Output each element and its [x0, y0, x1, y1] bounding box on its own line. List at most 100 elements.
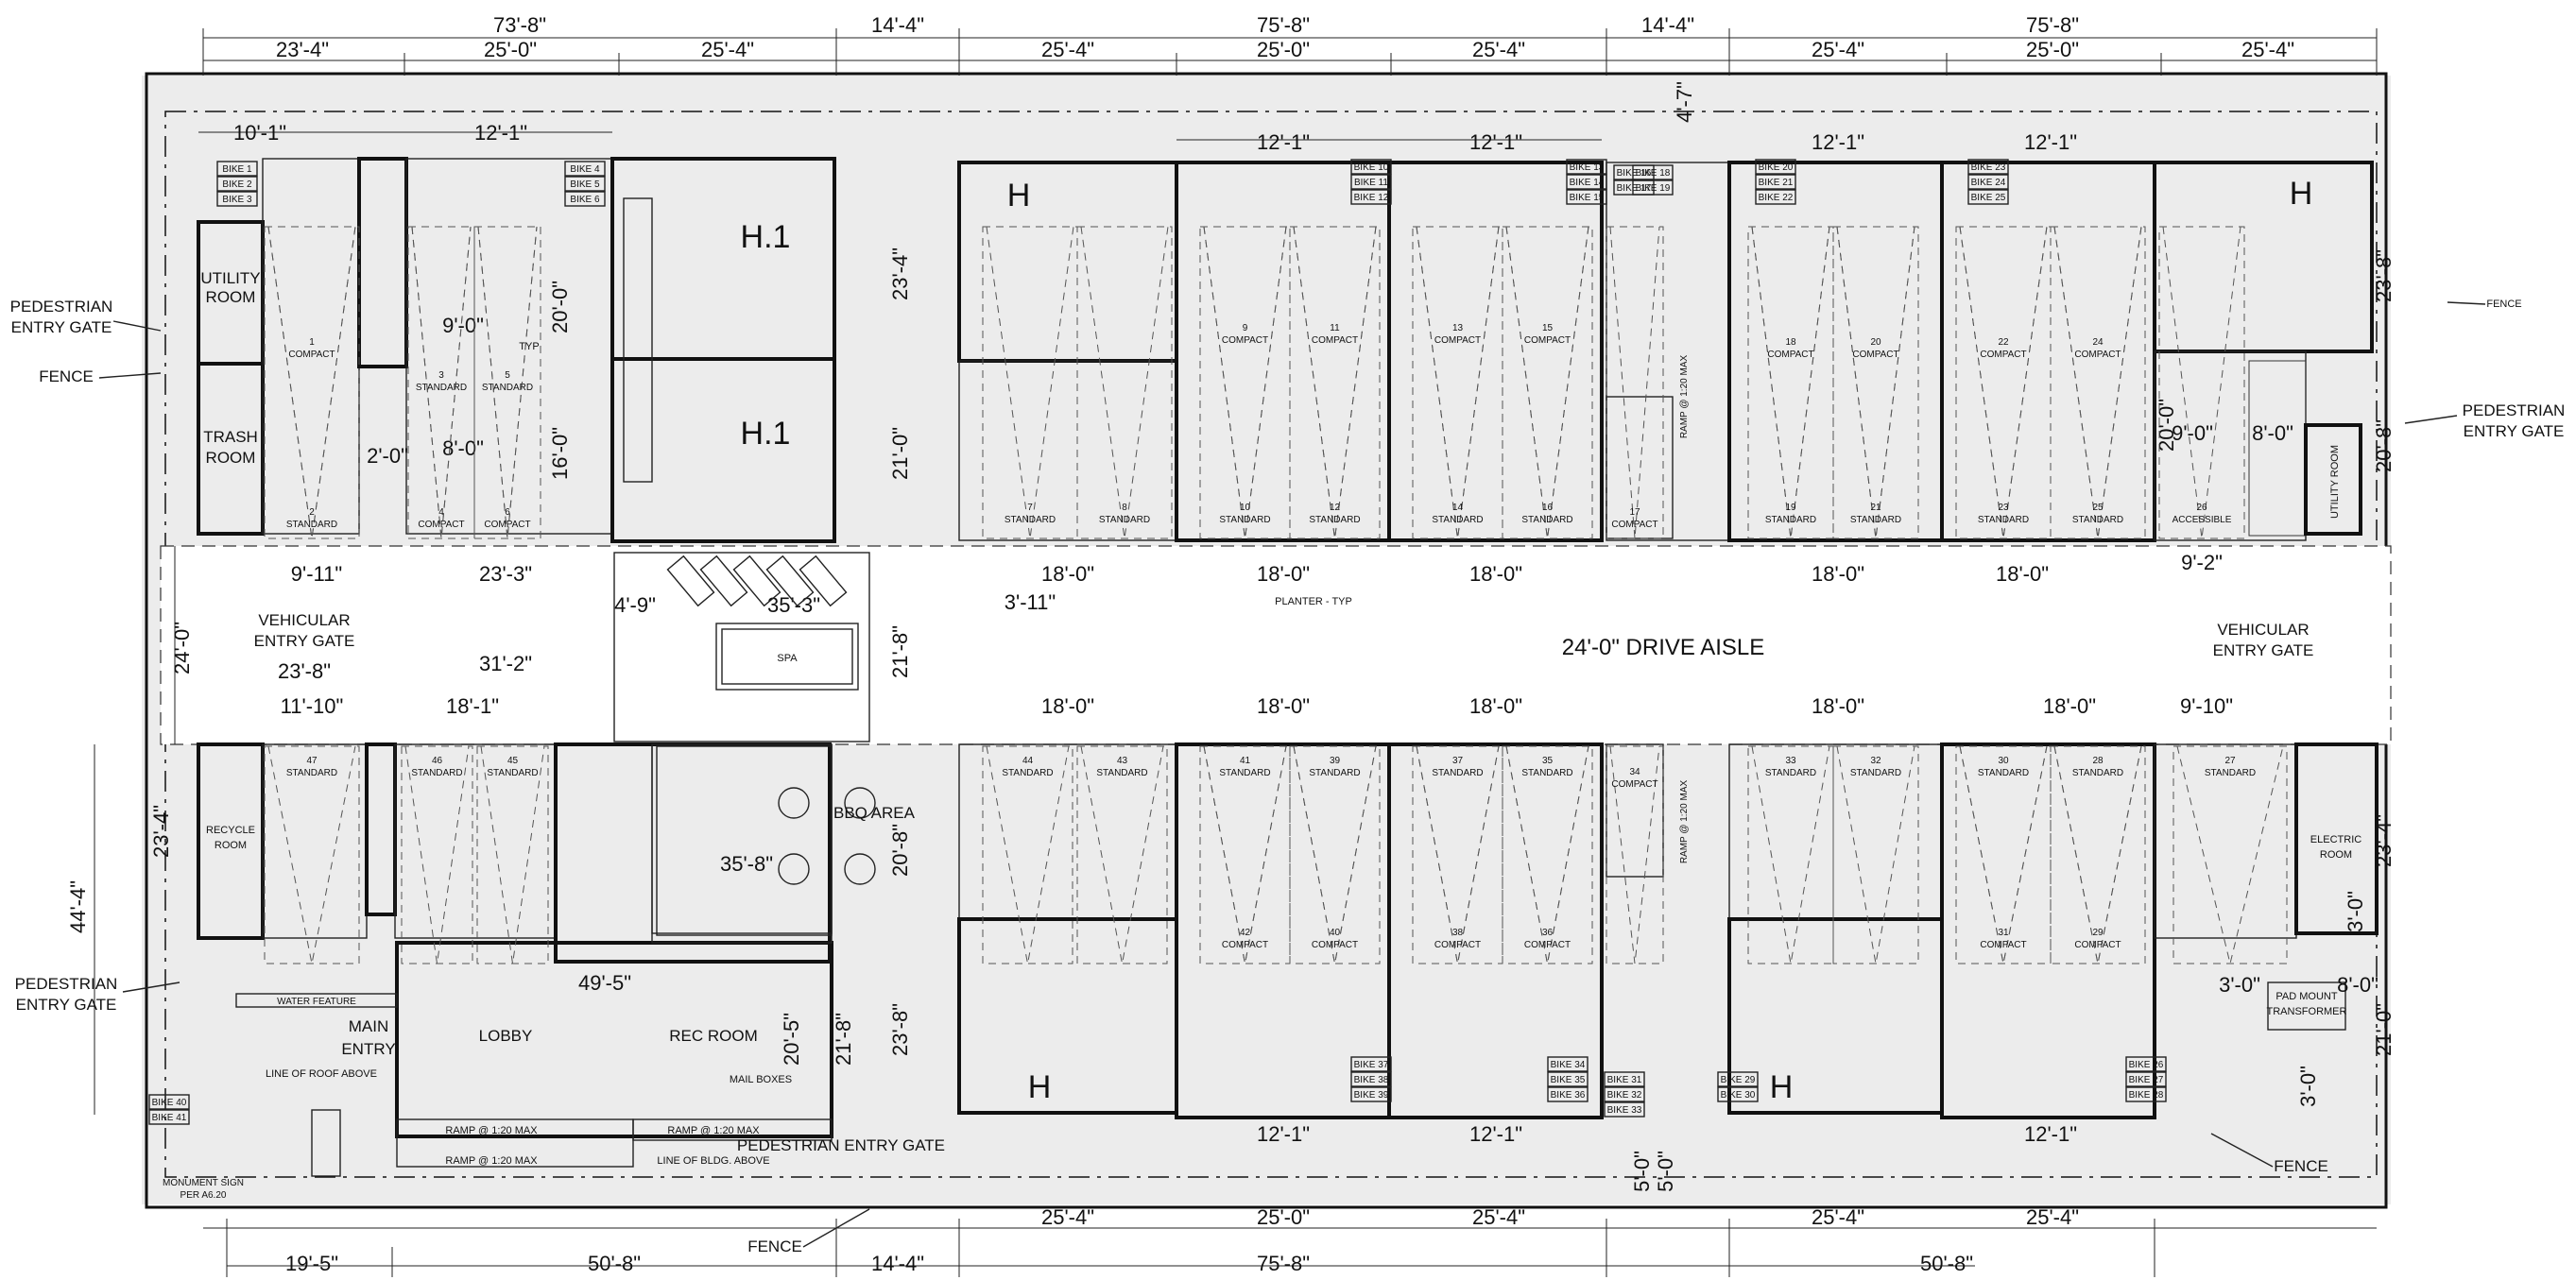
- unit-h-tm: H: [1007, 178, 1031, 213]
- stall-type: STANDARD: [1521, 515, 1572, 525]
- bottom-stall-outline: [2050, 745, 2146, 964]
- dim-20-0-a: 20'-0": [548, 281, 572, 333]
- dim-bsub-2: 25'-0": [1257, 1205, 1310, 1229]
- stall-type: COMPACT: [1852, 350, 1898, 360]
- dim-12-1-f: 12'-1": [1257, 1122, 1310, 1146]
- stall-marking: [1751, 745, 1830, 964]
- dim-18-0-i: 18'-0": [1812, 694, 1864, 718]
- dim-20-8-right: 20'-8": [2372, 419, 2396, 472]
- stall-number: 40: [1330, 928, 1341, 938]
- ped-gate-right-l2: ENTRY GATE: [2464, 422, 2565, 440]
- stall-number: 25: [2092, 503, 2104, 513]
- stall-type: STANDARD: [1521, 768, 1572, 778]
- aisle-pavement: [161, 546, 2391, 744]
- stall-number: 37: [1452, 756, 1464, 766]
- dim-35-3: 35'-3": [767, 593, 820, 617]
- stall-type: STANDARD: [416, 383, 467, 393]
- dim-23-4-left: 23'-4": [149, 805, 173, 858]
- dim-4-7: 4'-7": [1673, 81, 1696, 123]
- bottom-stall-outline: [1289, 745, 1381, 964]
- main-entry-l1: MAIN: [349, 1017, 389, 1035]
- dim-top-1: 73'-8": [493, 13, 546, 37]
- vehicular-gate-left-l2: ENTRY GATE: [254, 632, 355, 650]
- stall-marking: [404, 745, 470, 964]
- bike-rack-35: BIKE 38: [1354, 1075, 1389, 1085]
- stall-type: STANDARD: [2072, 768, 2123, 778]
- recycle-room-l1: RECYCLE: [206, 825, 255, 836]
- stall-number: 23: [1998, 503, 2009, 513]
- dim-18-0-e: 18'-0": [1996, 562, 2049, 586]
- drive-aisle: 24'-0" DRIVE AISLE VEHICULAR ENTRY GATE …: [160, 545, 2392, 745]
- stall-number: 21: [1870, 503, 1881, 513]
- bike-rack-box: [564, 191, 606, 207]
- stall-marking: [411, 226, 472, 539]
- stall-type: STANDARD: [1219, 768, 1270, 778]
- top-dimensions: 73'-8" 14'-4" 75'-8" 14'-4" 75'-8" 23'-4…: [202, 13, 2378, 76]
- stall-type: STANDARD: [1099, 515, 1150, 525]
- bike-rack-32: BIKE 35: [1551, 1075, 1586, 1085]
- dim-23-4-a: 23'-4": [888, 247, 912, 300]
- bike-rack-22: BIKE 25: [1971, 193, 2006, 203]
- dim-23-8-right: 23'-8": [2372, 249, 2396, 302]
- bike-rack-2: BIKE 2: [222, 179, 252, 190]
- stall-number: 42: [1240, 928, 1251, 938]
- bike-rack-box: [1632, 179, 1674, 196]
- dim-10-1: 10'-1": [233, 121, 286, 145]
- stall-type: COMPACT: [1980, 940, 2026, 950]
- stall-type: STANDARD: [2205, 768, 2256, 778]
- fence-right: FENCE: [2486, 299, 2521, 310]
- dim-12-1-g: 12'-1": [1469, 1122, 1522, 1146]
- trash-room-l1: TRASH: [203, 428, 258, 446]
- dim-21-0-a: 21'-0": [888, 427, 912, 480]
- stall-type: STANDARD: [1850, 515, 1901, 525]
- stall-number: 10: [1240, 503, 1251, 513]
- dim-21-0-right: 21'-0": [2372, 1003, 2396, 1056]
- dim-sub-4: 25'-4": [1041, 38, 1094, 61]
- bike-rack-box: [2125, 1086, 2167, 1102]
- bike-rack-19: BIKE 22: [1759, 193, 1794, 203]
- dim-9-2: 9'-2": [2181, 551, 2223, 574]
- fence-left: FENCE: [39, 367, 94, 385]
- bike-rack-27: BIKE 30: [1721, 1090, 1756, 1101]
- pad-mount-l1: PAD MOUNT: [2275, 991, 2337, 1002]
- bike-rack-8: BIKE 11: [1354, 178, 1388, 188]
- stall-type: STANDARD: [286, 520, 337, 530]
- dim-sub-6: 25'-4": [1472, 38, 1525, 61]
- bottom-stall-outline: [476, 745, 549, 964]
- stall-type: COMPACT: [1767, 350, 1813, 360]
- bike-rack-box: [2125, 1056, 2167, 1072]
- bike-rack-21: BIKE 24: [1971, 178, 2006, 188]
- dim-4-9: 4'-9": [614, 593, 656, 617]
- bike-rack-12: BIKE 15: [1570, 193, 1605, 203]
- stall-number: 3: [438, 370, 444, 381]
- stall-type: COMPACT: [1312, 940, 1358, 950]
- bike-rack-5: BIKE 5: [570, 179, 600, 190]
- stall-type: STANDARD: [1002, 768, 1053, 778]
- dim-23-3: 23'-3": [479, 562, 532, 586]
- dim-3-0-c: 3'-0": [2296, 1066, 2320, 1107]
- bottom-stall-outline: [401, 745, 473, 964]
- stall-number: 26: [2196, 503, 2207, 513]
- bike-rack-17: BIKE 20: [1759, 162, 1794, 173]
- bottom-stall-outline: [1606, 745, 1664, 964]
- stall-type: ACCESSIBLE: [2172, 515, 2232, 525]
- bike-rack-29: BIKE 32: [1607, 1090, 1642, 1101]
- stall-type: STANDARD: [1309, 515, 1360, 525]
- top-stall-outline: [2050, 226, 2146, 539]
- bike-rack-box: [1566, 159, 1607, 175]
- dim-3-11: 3'-11": [1005, 590, 1056, 614]
- dim-12-1-b: 12'-1": [1257, 130, 1310, 154]
- stall-number: 29: [2092, 928, 2104, 938]
- dim-18-0-j: 18'-0": [2043, 694, 2096, 718]
- stall-number: 32: [1870, 756, 1881, 766]
- dim-8-0-c: 8'-0": [2337, 973, 2379, 997]
- dim-23-8-left: 23'-8": [278, 659, 331, 683]
